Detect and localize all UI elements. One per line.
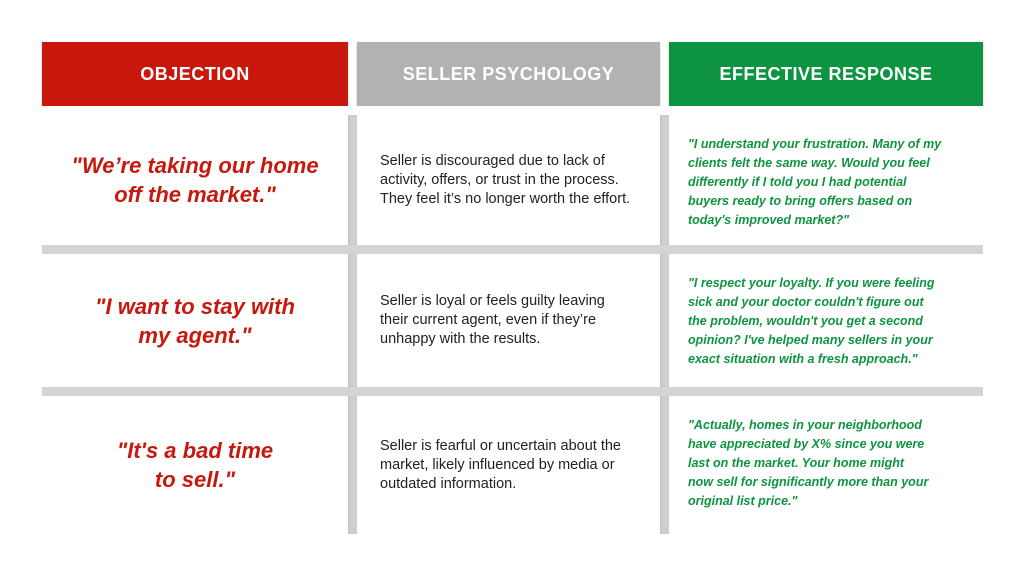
header-seller-psychology: SELLER PSYCHOLOGY [357, 42, 660, 106]
objection-cell: "It's a bad time to sell." [116, 438, 274, 492]
psychology-cell: Seller is discouraged due to lack of act… [380, 152, 631, 207]
row-divider [357, 106, 660, 115]
response-cell: "Actually, homes in your neighborhood ha… [688, 418, 929, 508]
response-cell: "I respect your loyalty. If you were fee… [688, 276, 935, 366]
row-divider [348, 387, 357, 396]
row-divider [348, 106, 357, 115]
column-divider [348, 115, 357, 245]
header-effective-response: EFFECTIVE RESPONSE [669, 42, 983, 106]
column-divider [660, 254, 669, 387]
response-cell: "I understand your frustration. Many of … [688, 137, 942, 227]
row-divider [42, 245, 348, 254]
row-divider [660, 245, 669, 254]
header-objection: OBJECTION [42, 42, 348, 106]
row-divider [669, 106, 983, 115]
column-divider [348, 42, 357, 106]
psychology-cell: Seller is loyal or feels guilty leaving … [380, 293, 605, 347]
psychology-cell: Seller is fearful or uncertain about the… [380, 437, 621, 492]
row-divider [348, 245, 357, 254]
column-divider [348, 254, 357, 387]
objection-handling-table: OBJECTION SELLER PSYCHOLOGY EFFECTIVE RE… [42, 42, 983, 534]
row-divider [660, 106, 669, 115]
row-divider [42, 387, 348, 396]
objection-cell: "We’re taking our home off the market." [71, 153, 319, 207]
column-divider [660, 115, 669, 245]
objection-cell: "I want to stay with my agent." [95, 293, 295, 348]
row-divider [660, 387, 669, 396]
row-divider [357, 245, 660, 254]
column-divider [660, 396, 669, 534]
row-divider [357, 387, 660, 396]
row-divider [669, 245, 983, 254]
row-divider [42, 106, 348, 115]
column-divider [348, 396, 357, 534]
column-divider [660, 42, 669, 106]
row-divider [669, 387, 983, 396]
